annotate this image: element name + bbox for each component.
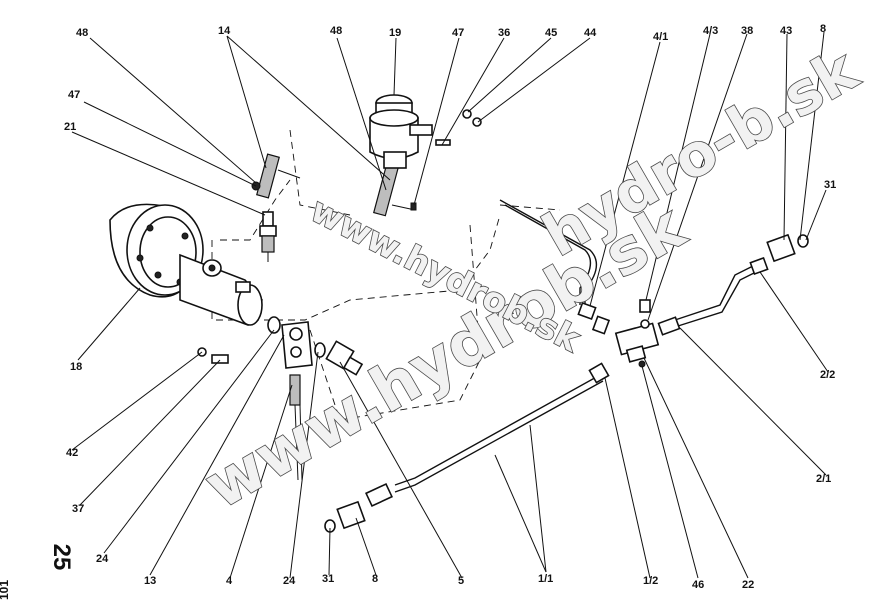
- screw-part-42: [197, 347, 229, 364]
- side-number: 101: [0, 580, 11, 600]
- nut-part-8-right: [766, 233, 809, 263]
- tee-part-22: [614, 299, 660, 368]
- part-labels: 48 14 48 19 47 36 45 44 4/1 4/3 38 43 8 …: [64, 23, 836, 591]
- pipe-1-1: [365, 362, 610, 508]
- label-14: 14: [218, 25, 231, 37]
- label-24-bottom: 24: [283, 575, 296, 587]
- label-48-left: 48: [76, 27, 88, 39]
- cylinder-part-18: [109, 203, 263, 326]
- label-38: 38: [741, 25, 753, 37]
- watermark-corner: hydro-b.sk: [532, 35, 870, 269]
- banjo-part-4: [267, 316, 326, 481]
- label-8-bottom: 8: [372, 573, 378, 585]
- label-42: 42: [66, 447, 78, 459]
- nut-part-8-bottom: [324, 500, 366, 533]
- label-36: 36: [498, 27, 510, 39]
- label-5: 5: [458, 575, 464, 587]
- label-2-2: 2/2: [820, 369, 835, 381]
- label-2-1: 2/1: [816, 473, 831, 485]
- label-1-2: 1/2: [643, 575, 658, 587]
- label-4-1: 4/1: [653, 31, 668, 43]
- label-44: 44: [584, 27, 597, 39]
- label-46: 46: [692, 579, 704, 591]
- accumulator-part-19: [369, 94, 451, 169]
- label-21: 21: [64, 121, 76, 133]
- nipple-part-21: [259, 211, 277, 262]
- label-43: 43: [780, 25, 792, 37]
- label-19: 19: [389, 27, 401, 39]
- leader-lines: [71, 31, 829, 579]
- label-37: 37: [72, 503, 84, 515]
- label-24-left: 24: [96, 553, 109, 565]
- label-18: 18: [70, 361, 82, 373]
- label-8-top: 8: [820, 23, 826, 35]
- label-4: 4: [226, 575, 233, 587]
- pipe-2-1: [657, 256, 769, 336]
- small-nuts-36-45-44: [410, 109, 482, 211]
- pipe-4-1: [499, 199, 611, 335]
- label-47-top: 47: [452, 27, 464, 39]
- page-number: 25: [48, 544, 75, 571]
- label-48-mid: 48: [330, 25, 342, 37]
- watermark-group: www.hydrob.sk hydro-b.sk www.hydrob.sk: [192, 34, 871, 523]
- label-31-bottom: 31: [322, 573, 334, 585]
- label-13: 13: [144, 575, 156, 587]
- label-22: 22: [742, 579, 754, 591]
- label-45: 45: [545, 27, 557, 39]
- label-1-1: 1/1: [538, 573, 553, 585]
- label-47-left: 47: [68, 89, 80, 101]
- label-4-3: 4/3: [703, 25, 718, 37]
- label-31-right: 31: [824, 179, 836, 191]
- bolt-part-5: [325, 340, 364, 376]
